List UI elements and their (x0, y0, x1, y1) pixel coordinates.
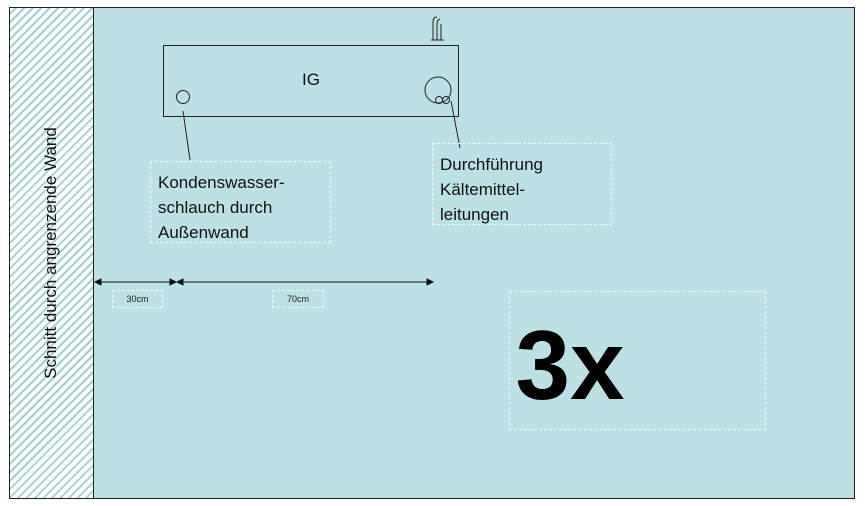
refrigerant-callout: Durchführung Kältemittel- leitungen (432, 143, 612, 225)
condensate-outlet-symbol (176, 90, 190, 104)
dimension-line-unit-width (175, 278, 435, 286)
indoor-unit-box (163, 45, 459, 117)
condensate-callout: Kondenswasser- schlauch durch Außenwand (150, 161, 331, 243)
refrigerant-passage-symbol (424, 76, 452, 104)
refrigerant-pipe-1-symbol (435, 96, 443, 104)
quantity-label: 3x (515, 310, 625, 420)
indoor-unit-label: IG (302, 70, 320, 89)
pipe-squiggle-symbol (431, 16, 444, 41)
condensate-leader-line (182, 110, 191, 161)
refrigerant-leader-line (450, 100, 461, 149)
wall-section-hatch (9, 7, 94, 499)
dimension-label-wall-gap: 30cm (112, 290, 163, 308)
dimension-label-unit-width: 70cm (272, 290, 324, 308)
quantity-box (509, 291, 766, 430)
drawing-canvas (9, 7, 855, 499)
refrigerant-pipe-2-symbol (442, 96, 450, 104)
dimension-line-wall-gap (93, 278, 178, 286)
